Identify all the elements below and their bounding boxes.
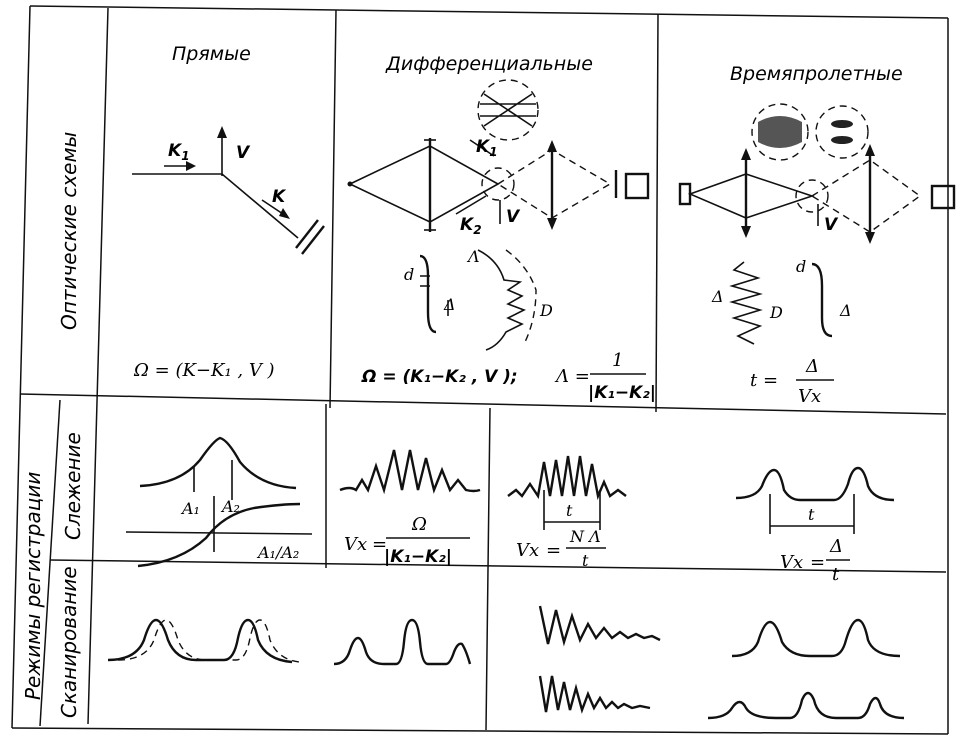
header-differential: Дифференциальные [385,53,593,75]
tof-d-label: d [796,257,806,276]
tracking-f2-num: Ω [411,514,427,535]
tracking-eq-2: = [372,534,387,555]
tracking-f4-num: Δ [829,536,843,557]
differential-scheme: K1 K2 V d Δ Λ D Ω = (K₁−K₂ , V ); Λ = 1 … [347,79,656,403]
tof-v-label: V [824,215,839,235]
scanning-tof-pulses [707,618,905,720]
diff-k1-label: K1 [476,137,498,159]
tof-delta-left: Δ [711,287,724,306]
header-time-of-flight: Времяпролетные [730,63,903,85]
direct-v-label: V [236,143,251,163]
tracking-f3-den: t [582,551,589,570]
tracking-tof-pulses: t Vx = Δ t [735,466,895,585]
tracking-a2-label: A₂ [220,497,240,516]
tracking-tof-waves: t Vx = N Λ t [507,455,627,570]
row-label-tracking: Слежение [61,432,85,540]
scanning-direct [107,618,301,664]
diff-formula: Ω = (K₁−K₂ , V ); [361,367,518,387]
tracking-vx-2: Vx [344,534,367,555]
tracking-vx-3: Vx [516,540,539,561]
tracking-f2-den: |K₁−K₂| [384,547,452,567]
tof-formula-t: t = [750,370,778,391]
header-direct: Прямые [172,43,251,65]
tracking-a1-label: A₁ [180,499,200,518]
diff-d-label: d [404,265,414,284]
tracking-t-label-3: t [566,501,573,520]
tof-formula-num: Δ [805,356,819,377]
diff-delta-label: Δ [443,295,456,314]
diff-lambda-label: Λ [466,247,480,266]
diff-D-label: D [539,301,553,320]
scanning-differential [333,618,472,666]
tracking-eq-4: = [810,552,825,573]
direct-formula: Ω = (K−K₁ , V ) [133,360,275,381]
direct-scheme: K1 V K Ω = (K−K₁ , V ) [132,126,325,381]
tof-D-label: D [769,303,783,322]
tracking-t-label-4: t [808,505,815,524]
row-label-scanning: Сканирование [57,566,81,718]
diff-lambda-formula: Λ = [554,366,590,387]
tracking-direct: A₁ A₂ A₁/A₂ [125,436,313,568]
table-grid [11,5,949,735]
direct-k-label: K [272,187,287,207]
diff-k2-label: K2 [460,215,482,237]
direct-k1-label: K1 [168,141,190,163]
tracking-f3-num: N Λ [569,527,601,546]
tracking-eq-3: = [546,540,561,561]
diff-lambda-den: |K₁−K₂| [588,383,656,403]
row-label-registration-modes: Режимы регистрации [21,472,45,700]
tracking-differential: Vx = Ω |K₁−K₂| [339,449,481,567]
diff-lambda-num: 1 [612,350,623,371]
tof-delta-right: Δ [839,301,852,320]
tracking-ratio-label: A₁/A₂ [256,543,299,562]
row-label-optical-schemes: Оптические схемы [57,132,81,330]
diff-v-label: V [506,207,521,227]
tracking-f4-den: t [832,564,840,585]
tracking-vx-4: Vx [780,552,803,573]
tof-formula-den: Vx [798,386,821,407]
scanning-tof-waves [538,605,661,714]
tof-scheme: V Δ D d Δ t = Δ Vx [678,103,956,407]
